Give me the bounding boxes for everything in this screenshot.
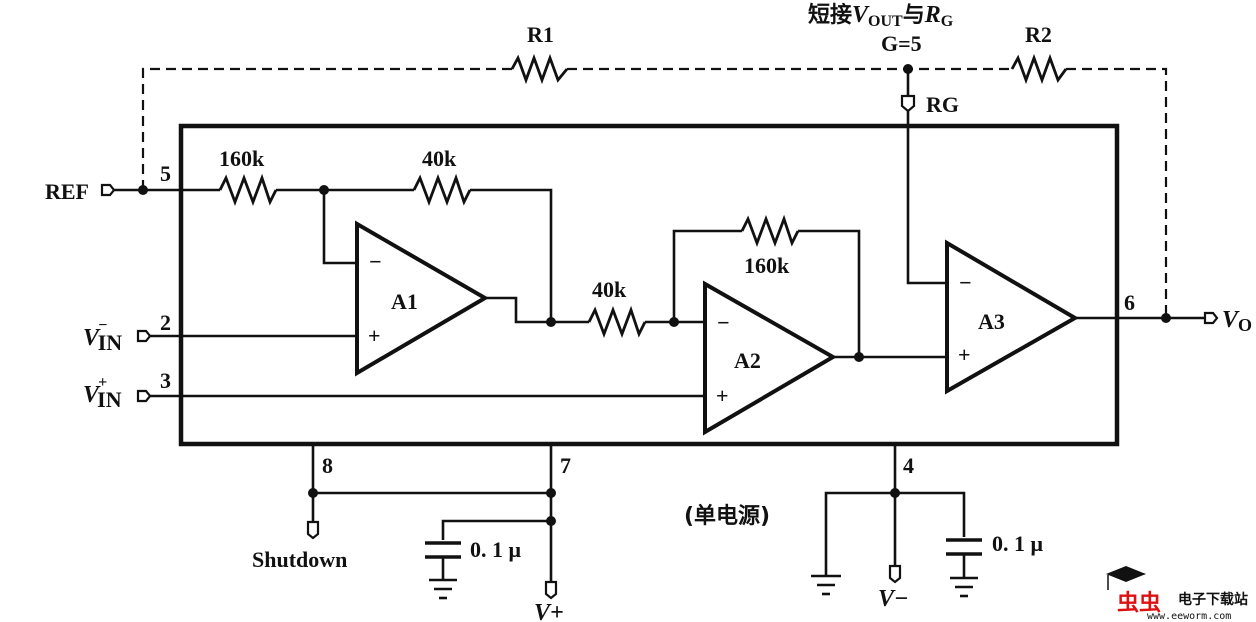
cap2-label: 0. 1 μ	[992, 531, 1044, 556]
graduation-cap-icon	[1106, 566, 1146, 582]
resistor-160k-ref	[218, 173, 278, 206]
ref-label: REF	[45, 179, 89, 204]
gain-label: G=5	[881, 31, 922, 56]
rg-pin-label: RG	[926, 92, 959, 117]
vin-plus-label: V+IN	[83, 374, 122, 412]
amplifier-a1	[355, 220, 489, 377]
r2-dashed-right	[1066, 67, 1168, 318]
cap1-label: 0. 1 μ	[470, 537, 522, 562]
ic-package-outline	[178, 123, 1120, 447]
vout-label: VO	[1222, 307, 1252, 335]
a1-output-wire	[485, 296, 589, 324]
resistor-r1	[510, 53, 569, 85]
watermark-url: www.eeworm.com	[1147, 611, 1231, 622]
r1-label: R1	[527, 22, 554, 47]
pin5-label: 5	[160, 161, 171, 186]
resistor-160k-fb2	[740, 214, 800, 247]
watermark: 虫虫 电子下载站 www.eeworm.com	[1106, 566, 1248, 622]
a2-output-junction	[854, 352, 864, 362]
res-160k-ref-label: 160k	[219, 146, 265, 171]
a3-label: A3	[978, 309, 1005, 334]
pin4-label: 4	[903, 453, 914, 478]
shutdown-label: Shutdown	[252, 547, 347, 572]
a1-label: A1	[391, 289, 418, 314]
a1-feedback-wire	[470, 188, 553, 322]
vminus-terminal	[888, 564, 902, 584]
resistor-40k-mid	[587, 305, 647, 338]
pin6-label: 6	[1124, 290, 1135, 315]
pin3-label: 3	[160, 368, 171, 393]
amplifier-a3	[945, 239, 1079, 395]
vout-terminal	[1203, 311, 1219, 325]
watermark-site-cn: 电子下载站	[1178, 591, 1248, 608]
res-40k-mid-label: 40k	[592, 277, 627, 302]
vin-plus-terminal	[136, 389, 152, 403]
r1-dashed-left	[141, 67, 512, 190]
cap1-junction	[546, 516, 556, 526]
single-supply-label: (单电源)	[684, 504, 770, 529]
shutdown-terminal	[306, 520, 320, 540]
watermark-logo: 虫虫	[1117, 590, 1161, 616]
a2-label: A2	[734, 348, 761, 373]
vin-minus-terminal	[136, 329, 152, 343]
a1-output-junction	[546, 317, 556, 327]
pin2-label: 2	[160, 310, 171, 335]
pin7-junction	[546, 488, 556, 498]
rg-terminal	[900, 94, 916, 113]
resistor-r2	[1010, 53, 1068, 85]
a1-minus-sign: −	[369, 249, 382, 274]
a1-minus-wire	[322, 190, 357, 265]
res-160k-fb2-label: 160k	[744, 253, 790, 278]
a1-plus-sign: +	[368, 323, 381, 348]
a3-plus-sign: +	[958, 342, 971, 367]
a2-fb-right	[798, 229, 861, 357]
short-note: 短接VOUT与RG	[808, 2, 954, 30]
amplifier-a2	[703, 280, 837, 436]
pin7-label: 7	[560, 453, 571, 478]
a2-fb-left	[672, 229, 742, 322]
vin-minus-label: V−IN	[83, 317, 122, 355]
a2-plus-sign: +	[716, 383, 729, 408]
ref-terminal	[100, 183, 116, 197]
res-40k-fb-label: 40k	[422, 146, 457, 171]
vplus-label: V+	[534, 600, 564, 622]
rg-to-a3-minus	[906, 111, 947, 285]
a2-minus-sign: −	[717, 310, 730, 335]
a3-minus-sign: −	[959, 270, 972, 295]
pin4-ground-wire	[824, 491, 966, 576]
r2-label: R2	[1025, 22, 1052, 47]
resistor-40k-fb	[412, 173, 472, 206]
cap1-wire	[441, 519, 551, 540]
vminus-label: V−	[878, 586, 909, 612]
pin8-wire	[311, 444, 551, 495]
vplus-terminal	[544, 580, 558, 600]
pin8-label: 8	[322, 453, 333, 478]
